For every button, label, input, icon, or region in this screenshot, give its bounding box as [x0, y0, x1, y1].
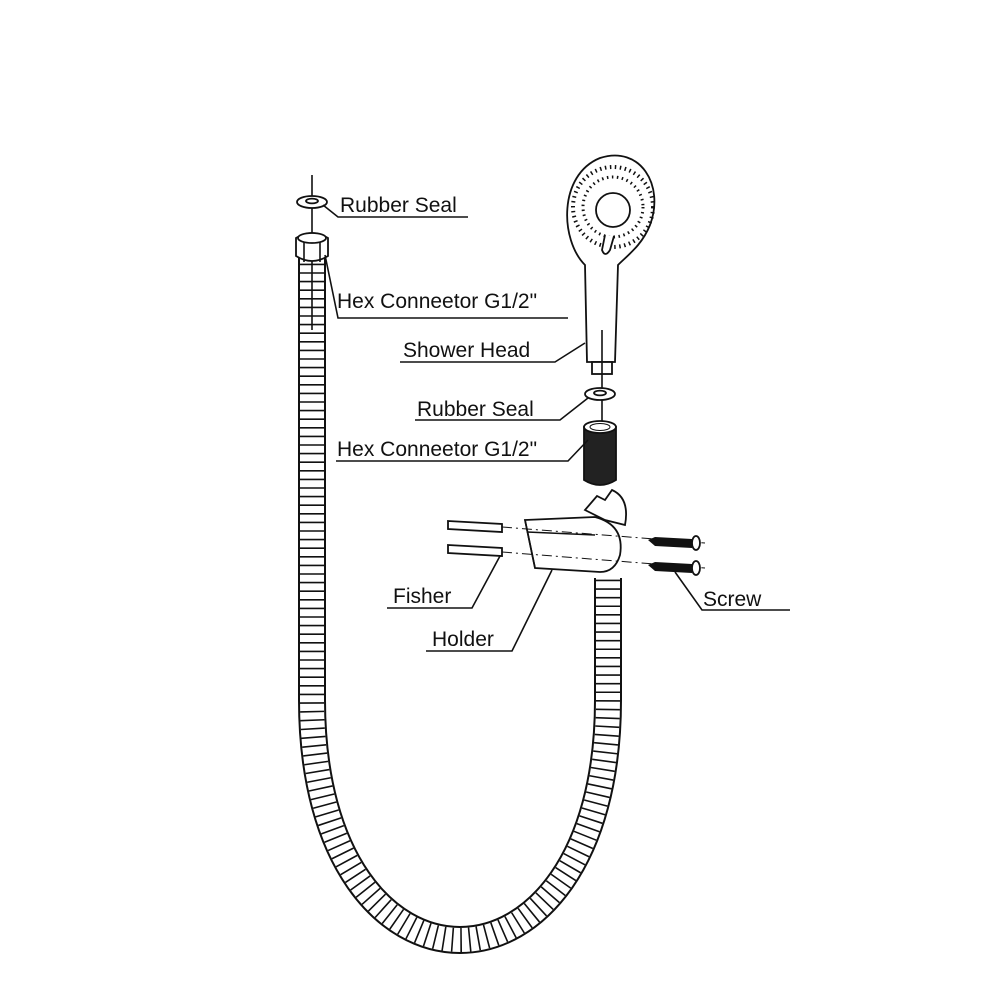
hex-connector-top — [295, 232, 329, 262]
fisher-plugs — [447, 520, 503, 557]
label-rubber-seal-top: Rubber Seal — [340, 194, 457, 217]
screws — [648, 535, 701, 576]
leader-lines — [322, 204, 790, 652]
shower-head — [566, 154, 656, 480]
holder — [523, 488, 627, 573]
label-hex-connector-top: Hex Conneetor G1/2" — [337, 290, 537, 313]
label-hex-connector-bottom: Hex Conneetor G1/2" — [337, 438, 537, 461]
label-shower-head: Shower Head — [403, 339, 530, 362]
label-rubber-seal-bottom: Rubber Seal — [417, 398, 534, 421]
flexible-hose — [298, 255, 622, 954]
rubber-seal-bottom — [584, 387, 616, 401]
label-screw: Screw — [703, 588, 762, 611]
label-holder: Holder — [432, 628, 494, 651]
hex-connector-bottom — [583, 420, 617, 486]
rubber-seal-top — [296, 195, 328, 209]
label-fisher: Fisher — [393, 585, 451, 608]
